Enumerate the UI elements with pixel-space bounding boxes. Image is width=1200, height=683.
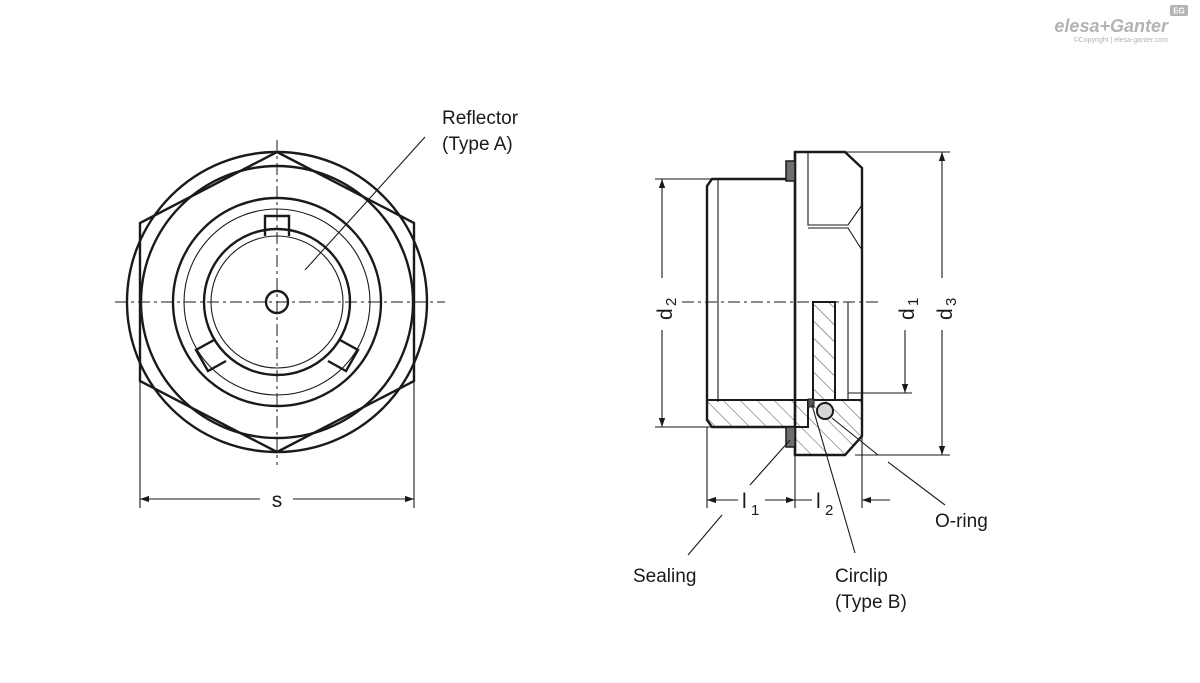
dimension-d2: d 2 xyxy=(654,178,712,428)
reflector-outer-circle xyxy=(202,227,352,377)
dimension-l1-letter: l xyxy=(742,490,747,513)
reflector-callout: Reflector (Type A) xyxy=(304,108,519,271)
logo-badge xyxy=(1170,5,1188,16)
circlip-label-line2: (Type B) xyxy=(835,592,907,613)
dimension-s: s xyxy=(139,381,415,512)
front-view: s Reflector (Type A) xyxy=(115,108,519,512)
sealing-washer-top xyxy=(785,160,796,182)
bore-inner-circle xyxy=(183,208,371,396)
sealing-label: Sealing xyxy=(633,566,696,587)
dimension-l2-index: 2 xyxy=(825,502,833,519)
head-chamfer-top xyxy=(807,152,863,226)
dimension-d3-index: 3 xyxy=(943,298,960,306)
logo-copyright: ©Copyright | elesa-ganter.com xyxy=(1073,36,1168,44)
dimension-d3-letter: d xyxy=(934,308,957,320)
threaded-body xyxy=(705,177,795,429)
dimension-l2-letter: l xyxy=(816,490,821,513)
dimension-d1: d 1 xyxy=(848,298,922,394)
o-ring-section xyxy=(816,402,834,420)
body-wall-section xyxy=(706,399,809,428)
dimension-d3: d 3 xyxy=(845,151,960,456)
dimension-d2-index: 2 xyxy=(663,298,680,306)
reflector-label-line1: Reflector xyxy=(442,108,519,129)
dimension-d1-index: 1 xyxy=(905,298,922,306)
dimension-l2: l 2 xyxy=(795,436,890,519)
section-view: d 2 d 1 d 3 l 1 xyxy=(633,150,988,613)
circlip-callout: Circlip (Type B) xyxy=(811,404,907,613)
sealing-callout: Sealing xyxy=(633,439,791,587)
reflector-tabs xyxy=(194,214,360,373)
dimension-l1: l 1 xyxy=(706,427,796,519)
hex-inscribed-circle xyxy=(139,164,415,440)
circlip-section xyxy=(807,398,815,408)
hex-outline xyxy=(138,150,416,454)
dimension-s-label: s xyxy=(272,489,283,512)
o-ring-label: O-ring xyxy=(935,511,988,532)
brand-logo: elesa+Ganter EG ©Copyright | elesa-gante… xyxy=(1054,5,1188,44)
sealing-washer-bottom xyxy=(785,426,796,448)
reflector-label-line2: (Type A) xyxy=(442,134,513,155)
dimension-l1-index: 1 xyxy=(751,502,759,519)
bore-outer-circle xyxy=(171,196,383,408)
sight-glass xyxy=(812,301,836,401)
logo-brand-text: elesa+Ganter xyxy=(1054,16,1169,36)
dimension-d2-letter: d xyxy=(654,308,677,320)
reflector-inner-circle xyxy=(210,235,344,369)
dimension-d1-letter: d xyxy=(896,308,919,320)
head-chamfer-mid xyxy=(808,227,863,251)
o-ring-callout: O-ring xyxy=(831,417,988,532)
circlip-label-line1: Circlip xyxy=(835,566,888,587)
logo-badge-text: EG xyxy=(1173,7,1185,16)
center-hole xyxy=(264,289,290,315)
reflector-leader-line xyxy=(304,136,426,271)
head-section-lower xyxy=(794,399,863,456)
